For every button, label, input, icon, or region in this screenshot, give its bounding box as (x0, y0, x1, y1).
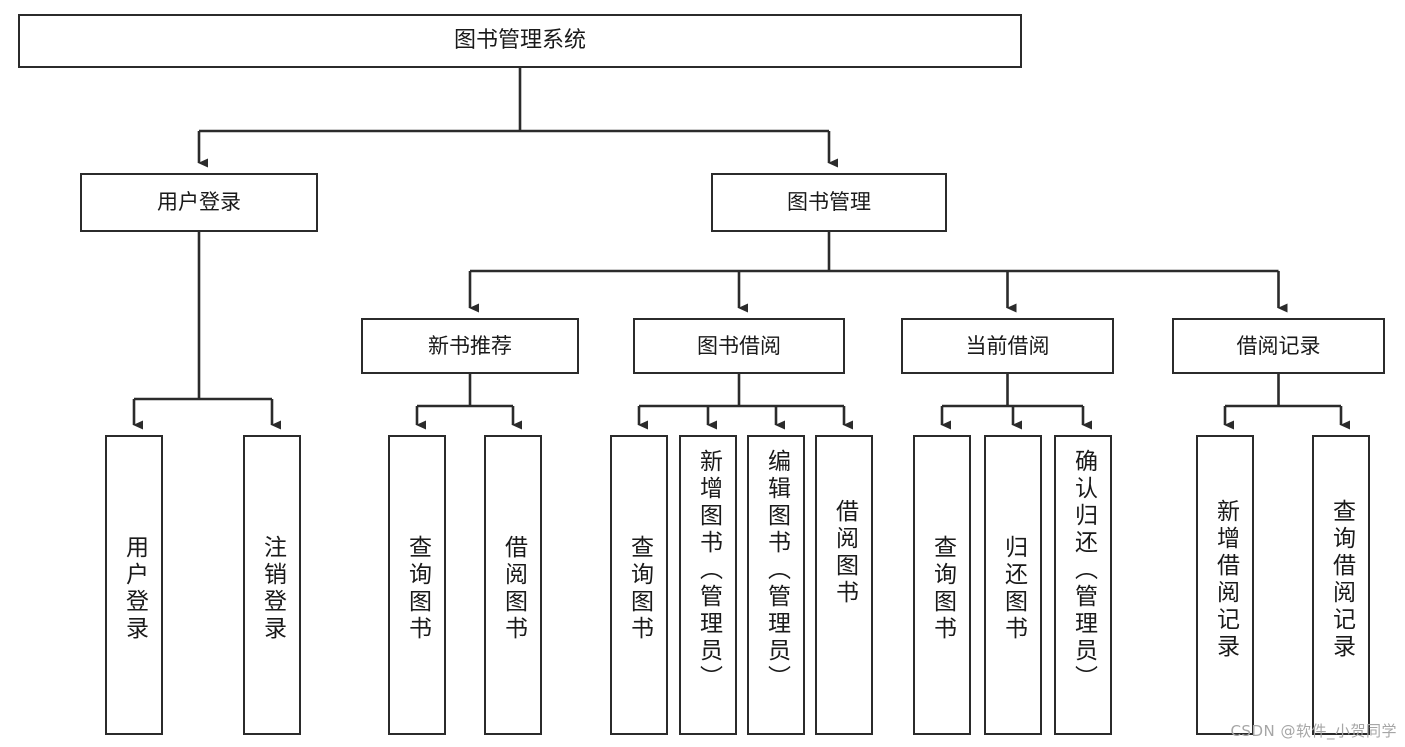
node-leaf-add-record[interactable]: 新增借阅记录 (1196, 435, 1254, 735)
node-leaf-return-book[interactable]: 归还图书 (984, 435, 1042, 735)
node-leaf-query-book-2[interactable]: 查询图书 (610, 435, 668, 735)
node-current-borrow[interactable]: 当前借阅 (901, 318, 1114, 374)
node-label-leaf-add-book: 新增图书（管理员） (695, 449, 722, 692)
node-label-book-borrow: 图书借阅 (697, 333, 781, 358)
csdn-watermark: CSDN @软件_小贺同学 (1230, 722, 1397, 740)
node-new-book-rec[interactable]: 新书推荐 (361, 318, 579, 374)
node-label-new-book-rec: 新书推荐 (428, 333, 512, 358)
node-leaf-query-book-3[interactable]: 查询图书 (913, 435, 971, 735)
node-label-leaf-query-book-3: 查询图书 (929, 535, 956, 643)
node-leaf-query-book-1[interactable]: 查询图书 (388, 435, 446, 735)
node-leaf-confirm-return[interactable]: 确认归还（管理员） (1054, 435, 1112, 735)
node-leaf-user-login[interactable]: 用户登录 (105, 435, 163, 735)
node-leaf-add-book[interactable]: 新增图书（管理员） (679, 435, 737, 735)
node-book-manage[interactable]: 图书管理 (711, 173, 947, 232)
node-label-leaf-user-login: 用户登录 (121, 535, 148, 643)
node-label-leaf-return-book: 归还图书 (1000, 535, 1027, 643)
node-label-leaf-query-book-2: 查询图书 (626, 535, 653, 643)
node-label-borrow-record: 借阅记录 (1236, 333, 1321, 358)
node-label-leaf-query-record: 查询借阅记录 (1328, 499, 1355, 661)
node-leaf-borrow-book-2[interactable]: 借阅图书 (815, 435, 873, 735)
node-label-leaf-add-record: 新增借阅记录 (1212, 499, 1239, 661)
node-label-root: 图书管理系统 (453, 28, 586, 54)
node-label-leaf-query-book-1: 查询图书 (404, 535, 431, 643)
node-label-user-login: 用户登录 (157, 190, 241, 215)
node-label-leaf-borrow-book-1: 借阅图书 (500, 535, 527, 643)
node-label-book-manage: 图书管理 (787, 190, 871, 215)
node-label-leaf-confirm-return: 确认归还（管理员） (1070, 449, 1097, 692)
node-root[interactable]: 图书管理系统 (18, 14, 1022, 68)
node-leaf-edit-book[interactable]: 编辑图书（管理员） (747, 435, 805, 735)
node-label-leaf-borrow-book-2: 借阅图书 (831, 499, 858, 607)
node-borrow-record[interactable]: 借阅记录 (1172, 318, 1385, 374)
node-label-leaf-edit-book: 编辑图书（管理员） (763, 449, 790, 692)
node-leaf-query-record[interactable]: 查询借阅记录 (1312, 435, 1370, 735)
node-leaf-user-logout[interactable]: 注销登录 (243, 435, 301, 735)
node-user-login[interactable]: 用户登录 (80, 173, 318, 232)
node-label-leaf-user-logout: 注销登录 (259, 535, 286, 643)
node-leaf-borrow-book-1[interactable]: 借阅图书 (484, 435, 542, 735)
node-book-borrow[interactable]: 图书借阅 (633, 318, 845, 374)
node-label-current-borrow: 当前借阅 (965, 333, 1050, 358)
